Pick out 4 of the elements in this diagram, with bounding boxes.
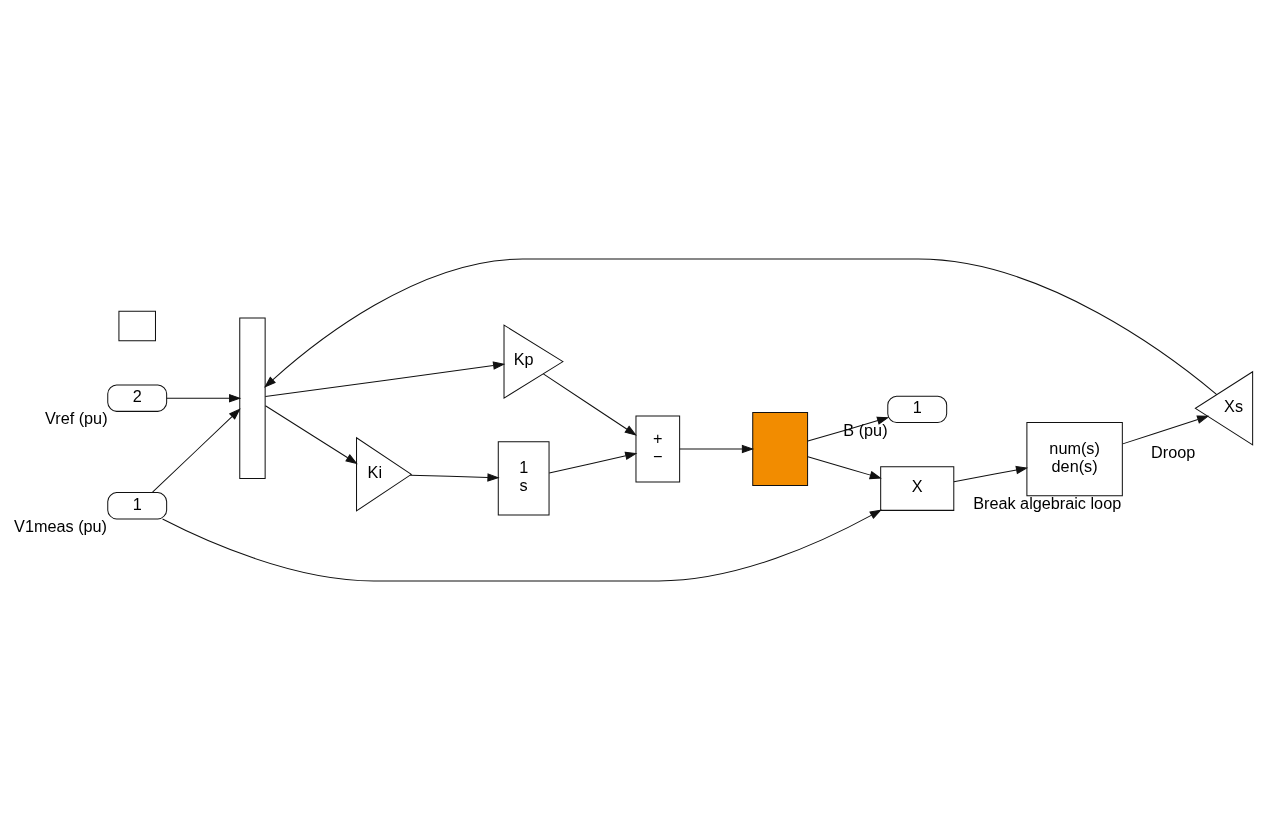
node-label: Vref (pu) <box>45 408 108 427</box>
node-label: Break algebraic loop <box>973 493 1122 512</box>
node-label: V1meas (pu) <box>14 516 108 535</box>
node-label: Droop <box>1151 442 1196 461</box>
